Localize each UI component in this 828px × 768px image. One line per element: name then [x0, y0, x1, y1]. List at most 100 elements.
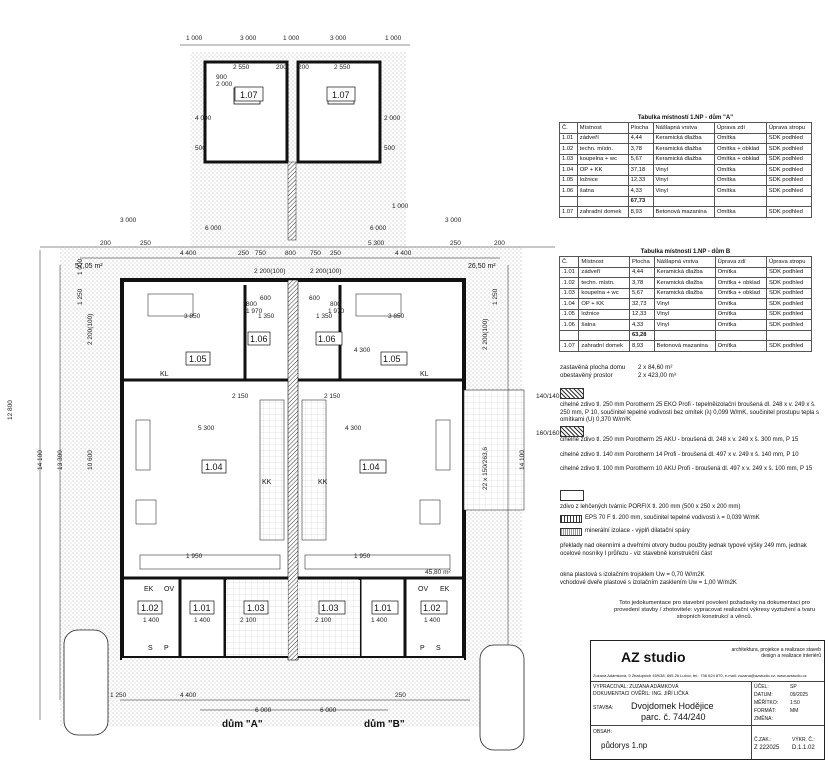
- house-a-label: dům "A": [222, 718, 263, 730]
- table-row: 67,73: [559, 195, 813, 207]
- summary-value: 2 x 84,60 m²: [638, 364, 673, 371]
- studio-tagline: architektura, projekce a realizace stave…: [731, 647, 822, 659]
- dim-int-17: 5 300: [198, 425, 215, 432]
- table-cell: SDK podhled: [766, 308, 812, 320]
- vypracoval: VYPRACOVAL: ZUZANA ADÁMKOVÁ: [593, 684, 679, 690]
- dim-int-0: 3 850: [184, 313, 201, 320]
- meritko-value: 1:50: [790, 700, 800, 706]
- dim-row2-3: 6 000: [205, 225, 222, 232]
- table-cell: techn. místn.: [578, 277, 630, 289]
- dim-int-14: 4 300: [354, 347, 371, 354]
- label-s-b: S: [436, 645, 441, 652]
- legend-swatch-porfix: [560, 490, 584, 501]
- table-cell: .1.06: [558, 319, 580, 331]
- dim-left-5: 2 200(100): [87, 314, 94, 345]
- dim-garden-6: 4 000: [195, 115, 212, 122]
- table-cell: 4,44: [628, 266, 655, 278]
- dimension-lines: [39, 44, 555, 720]
- dim-garden-1: 200: [276, 64, 287, 71]
- dim-int-30: 1 400: [371, 617, 388, 624]
- dim-int-11: 800: [330, 301, 341, 308]
- table-cell: Omítka: [713, 185, 767, 197]
- table-cell: Omítka: [713, 174, 767, 186]
- dim-int-3: 1 350: [316, 313, 333, 320]
- dim-right-5: 22 x 150/263,6: [482, 447, 489, 490]
- vykres-label: VÝKR. Č.:: [792, 737, 815, 743]
- dim-int-12: 1 970: [246, 308, 263, 315]
- label-kl-a: KL: [160, 371, 169, 378]
- dim-int-10: 800: [246, 301, 257, 308]
- dim-row3-10: 5 300: [368, 240, 385, 247]
- room-table-a-title: Tabulka místností 1.NP - dům "A": [637, 115, 734, 121]
- table-cell: .1.05: [558, 308, 580, 320]
- house-b-label: dům "B": [364, 718, 405, 730]
- dim-bottom-3: 4 400: [180, 692, 197, 699]
- parcel-number: parc. č. 744/240: [641, 712, 706, 722]
- table-cell: 37,18: [627, 164, 654, 176]
- dim-top-3: 3 000: [330, 35, 347, 42]
- datum: DATUM:: [754, 692, 773, 698]
- label-kk-a: KK: [262, 479, 272, 486]
- table-header: Úprava zdí: [714, 256, 768, 268]
- dim-int-27: 45,80 m²: [425, 569, 451, 576]
- table-cell: Vinyl: [653, 308, 716, 320]
- table-cell: Vinyl: [652, 164, 715, 176]
- dim-row3-13: 2 200(100): [310, 268, 341, 275]
- design-note: Toto jedokumentace pro stavební povolení…: [613, 600, 816, 621]
- dim-row2-1: 3 000: [445, 217, 462, 224]
- table-header: Plocha: [628, 256, 655, 268]
- car-icon: [63, 629, 525, 751]
- legend-item: cihelné zdivo tl. 250 mm Porotherm 25 AK…: [560, 437, 799, 443]
- drawing-title: půdorys 1.np: [601, 741, 648, 750]
- table-cell: Keramická dlažba: [653, 287, 716, 299]
- dim-top-2: 1 000: [283, 35, 300, 42]
- table-header: Úprava stropu: [765, 122, 813, 134]
- table-cell: .1.01: [558, 266, 580, 278]
- table-cell: ložnice: [578, 308, 630, 320]
- table-cell: Keramická dlažba: [653, 266, 716, 278]
- dim-garden-0: 2 550: [233, 64, 250, 71]
- dim-int-28: 1 400: [143, 617, 160, 624]
- dim-int-33: 1 400: [424, 617, 441, 624]
- dim-left-0: 12 800: [7, 400, 14, 420]
- table-cell: Omítka: [713, 132, 767, 144]
- table-cell: [714, 329, 768, 341]
- label-kk-b: KK: [318, 479, 328, 486]
- table-cell: 3,78: [628, 277, 655, 289]
- dim-top-0: 1 000: [186, 35, 203, 42]
- room-label-b-5: 1.02: [423, 603, 441, 613]
- label-ov-b: OV: [418, 586, 428, 593]
- legend-swatch-eps: [560, 515, 582, 523]
- dim-right-1: 1 250: [492, 288, 499, 305]
- dim-row3-8: 4 400: [395, 250, 412, 257]
- garden-shed-a: [203, 60, 289, 164]
- obsah-label: OBSAH:: [593, 729, 612, 735]
- table-cell: [713, 195, 767, 207]
- room-table-a: Tabulka místností 1.NP - dům "A" Č. Míst…: [559, 114, 813, 218]
- table-header: Č.: [558, 256, 580, 268]
- table-cell: OP + KK: [576, 164, 629, 176]
- legend-item: vchodové dveře plastové s izolačním zask…: [560, 580, 737, 586]
- dim-row2-0: 3 000: [120, 217, 137, 224]
- table-cell: 1.04: [559, 164, 578, 176]
- table-cell: zádveří: [576, 132, 629, 144]
- room-label-b-0: 1.06: [318, 334, 336, 344]
- table-cell: Vinyl: [653, 298, 716, 310]
- ucel-value: SP: [790, 684, 797, 690]
- dim-garden-8: 2 000: [384, 115, 401, 122]
- table-cell: Omítka: [714, 319, 768, 331]
- dim-int-29: 1 400: [194, 617, 211, 624]
- zmena: ZMĚNA:: [754, 716, 773, 722]
- table-cell: 1.03: [559, 153, 578, 165]
- dim-row3-7: 250: [330, 250, 341, 257]
- table-cell: 1.01: [559, 132, 578, 144]
- table-header: Nášlapná vrstva: [653, 256, 716, 268]
- table-cell: 1.05: [559, 174, 578, 186]
- label-ek-a: EK: [144, 586, 154, 593]
- dim-garden-9: 500: [384, 145, 395, 152]
- table-cell: 1.02: [559, 143, 578, 155]
